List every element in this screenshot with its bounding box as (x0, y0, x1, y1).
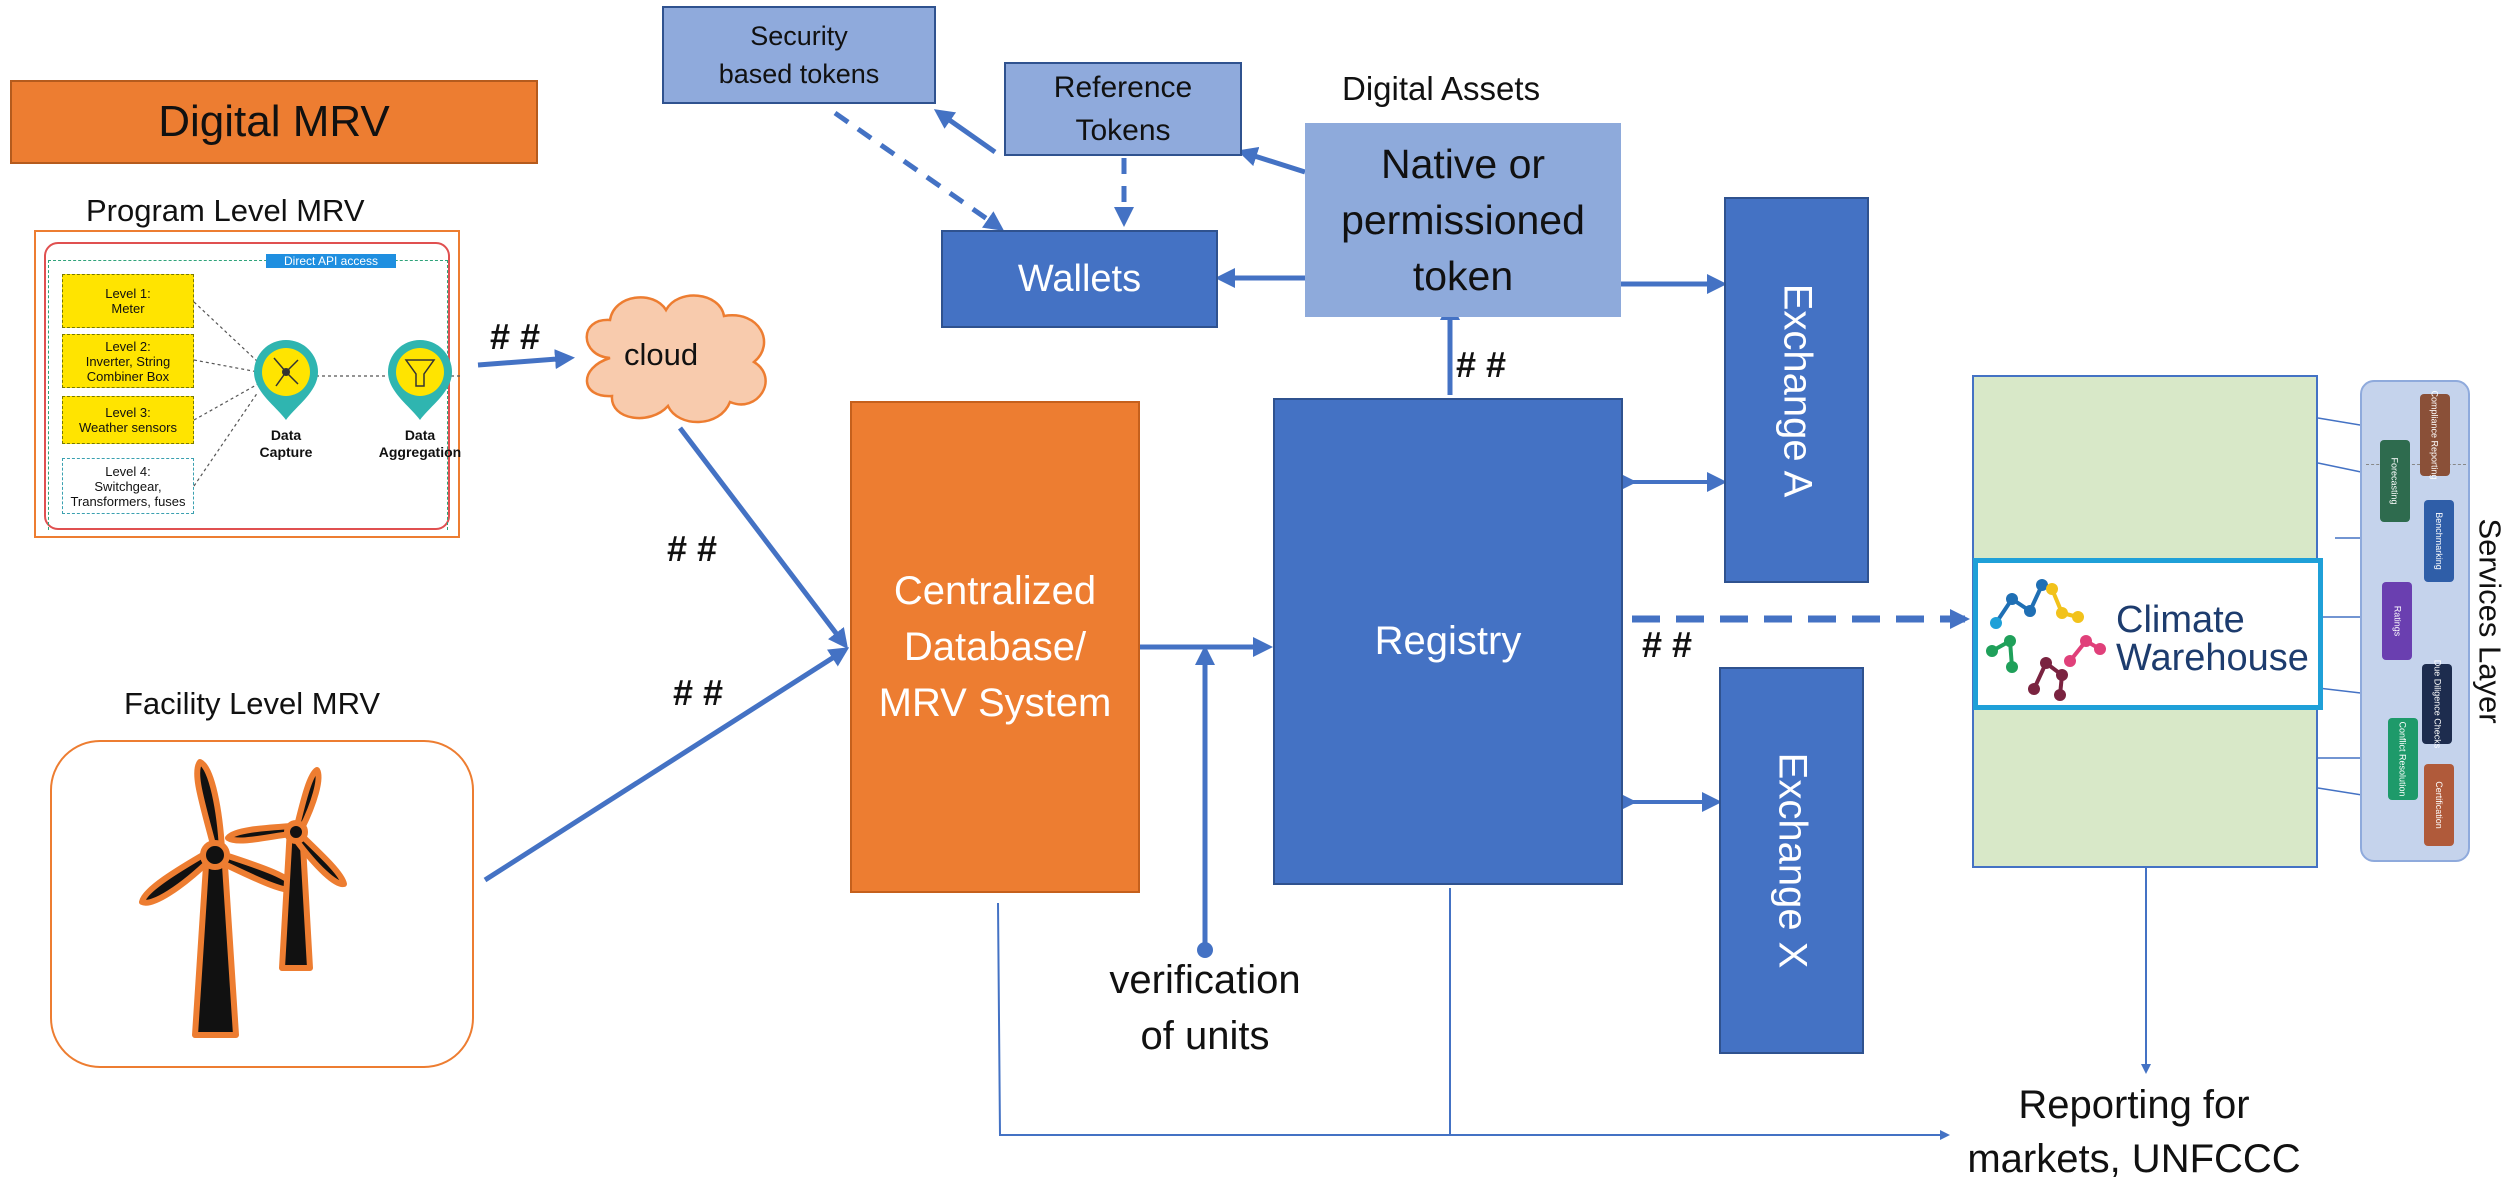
program-mrv-inner-frame (44, 242, 450, 530)
data-aggregation-icon (388, 340, 452, 420)
data-aggregation-label: Data Aggregation (378, 427, 462, 460)
data-capture-icon (254, 340, 318, 420)
reference-tokens-box: Reference Tokens (1004, 62, 1242, 156)
hash-mark-registry-token: # # (1456, 344, 1507, 385)
program-mrv-links (193, 301, 462, 487)
registry-label: Registry (1374, 619, 1522, 663)
reference-tokens-label: Reference Tokens (1053, 71, 1193, 147)
wind-turbine-icon (139, 759, 347, 1038)
service-compliance-reporting[interactable]: Compliance Reporting (2420, 390, 2450, 480)
dashed-security-to-wallets (833, 110, 1005, 231)
exchange-x-label: Exchange X (1770, 752, 1815, 969)
cloud-shape (585, 294, 767, 424)
hash-mark-cloud-db: # # (667, 528, 718, 569)
service-benchmarking[interactable]: Benchmarking (2424, 500, 2454, 582)
service-due-diligence[interactable]: Due Diligence Checks (2422, 660, 2452, 748)
wallets-label: Wallets (1017, 257, 1142, 300)
reporting-label: Reporting for markets, UNFCCC (1967, 1083, 2301, 1181)
services-layer-panel: Compliance Reporting Forecasting Benchma… (2360, 380, 2470, 862)
security-tokens-box: Security based tokens (662, 6, 936, 104)
title-box: Digital MRV (10, 80, 538, 164)
centralized-database-label: Centralized Database/ MRV System (878, 569, 1112, 725)
climate-warehouse-title-2: Warehouse (2116, 637, 2309, 679)
climate-warehouse-logo-icon (1986, 579, 2106, 701)
hash-mark-registry-warehouse: # # (1642, 624, 1693, 665)
climate-warehouse-title-1: Climate (2116, 599, 2245, 641)
registry-box: Registry (1273, 398, 1623, 885)
hash-mark-facility-db: # # (673, 672, 724, 713)
services-layer-label: Services Layer (2473, 518, 2508, 724)
facility-mrv-heading: Facility Level MRV (124, 686, 381, 721)
arrow-cloud-to-db (678, 426, 849, 649)
exchange-x-box: Exchange X (1719, 667, 1864, 1054)
level-2-box: Level 2: Inverter, String Combiner Box (62, 334, 194, 388)
centralized-database-box: Centralized Database/ MRV System (850, 401, 1140, 893)
facility-mrv-panel (50, 740, 474, 1068)
line-db-to-reporting (997, 902, 1950, 1140)
services-layer-divider (2366, 464, 2466, 465)
api-dashed-frame (48, 260, 448, 530)
direct-api-label: Direct API access (266, 254, 396, 268)
arrow-facility-to-db (483, 647, 850, 883)
arrow-token-to-reference (1237, 147, 1306, 175)
exchange-a-box: Exchange A (1724, 197, 1869, 583)
cloud-label: cloud (624, 337, 699, 372)
exchange-a-label: Exchange A (1775, 283, 1819, 497)
arrow-program-to-cloud (477, 349, 575, 370)
program-mrv-heading: Program Level MRV (86, 193, 365, 228)
token-box: Native or permissioned token (1305, 123, 1621, 317)
verification-dot (1197, 942, 1213, 958)
wallets-box: Wallets (941, 230, 1218, 328)
verification-label: verification of units (1109, 958, 1301, 1058)
security-tokens-label: Security based tokens (718, 21, 880, 89)
service-conflict-resolution[interactable]: Conflict Resolution (2388, 718, 2418, 800)
data-capture-label: Data Capture (259, 427, 313, 460)
service-ratings[interactable]: Ratings (2382, 582, 2412, 660)
level-4-box: Level 4: Switchgear, Transformers, fuses (62, 458, 194, 514)
level-1-box: Level 1: Meter (62, 274, 194, 328)
service-forecasting[interactable]: Forecasting (2380, 440, 2410, 522)
token-label: Native or permissioned token (1341, 141, 1585, 299)
digital-assets-heading: Digital Assets (1342, 70, 1541, 107)
arrow-reference-to-security (933, 109, 997, 155)
program-mrv-panel: Direct API access Level 1: Meter Level 2… (34, 230, 462, 538)
title-label: Digital MRV (158, 97, 390, 146)
service-certification[interactable]: Certification (2424, 764, 2454, 846)
level-3-box: Level 3: Weather sensors (62, 396, 194, 444)
climate-warehouse-card[interactable]: Climate Warehouse (1973, 558, 2323, 710)
hash-mark-cloud: # # (490, 316, 541, 357)
